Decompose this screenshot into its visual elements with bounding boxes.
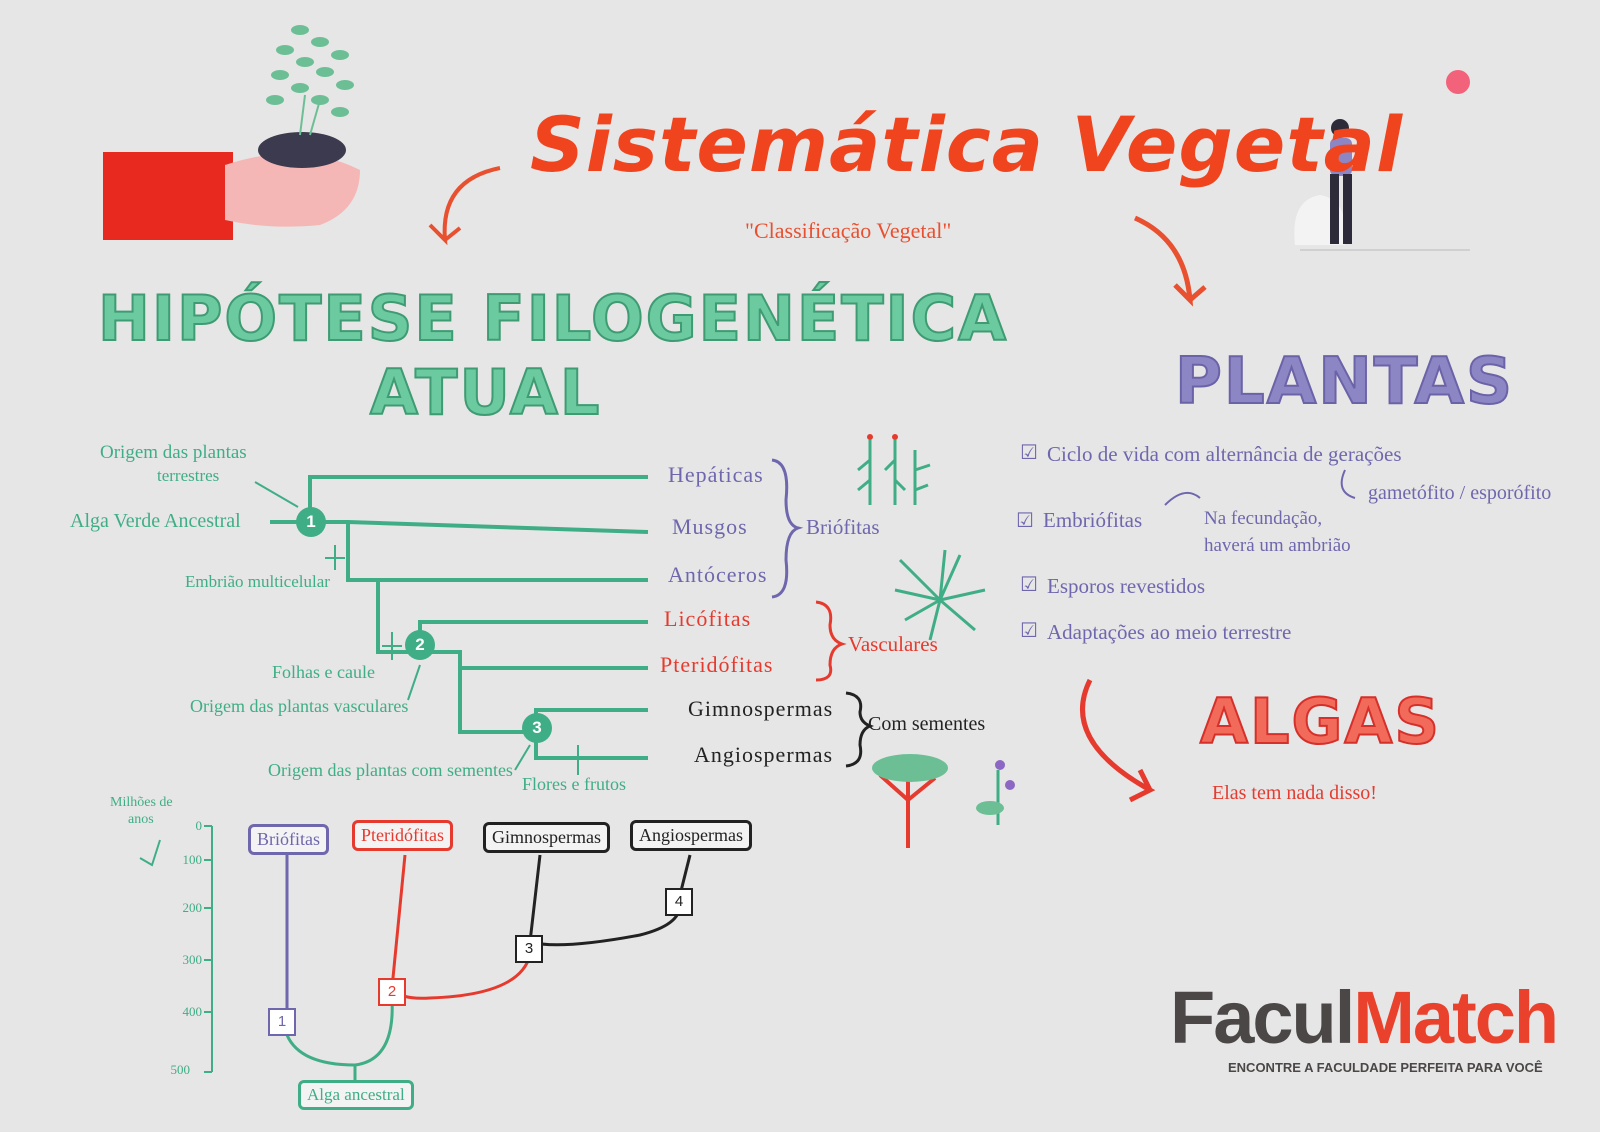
feature-embriofitas-note-2: haverá um ambrião	[1204, 535, 1351, 556]
group-vasculares: Vasculares	[848, 632, 938, 656]
tick-300: 300	[182, 952, 203, 967]
brand-tagline: ENCONTRE A FACULDADE PERFEITA PARA VOCÊ	[1228, 1060, 1543, 1075]
check-icon: ☑	[1020, 618, 1038, 642]
brace-vasculares	[815, 600, 847, 682]
phylo-heading-line1: HIPÓTESE FILOGENÉTICA	[97, 281, 1009, 356]
feature-ciclo-sub: gametófito / esporófito	[1368, 482, 1552, 504]
feature-adaptacoes: Adaptações ao meio terrestre	[1047, 620, 1292, 644]
algas-subtitle: Elas tem nada disso!	[1212, 782, 1377, 804]
tree-illustration	[872, 754, 948, 848]
label-origem-terrestres: Origem das plantas	[100, 442, 247, 463]
timeline-axis-label: Milhões de	[110, 795, 173, 810]
plantas-heading: PLANTAS	[1174, 344, 1515, 420]
timeline-box-gimnospermas: Gimnospermas	[483, 822, 610, 853]
tick-100: 100	[182, 852, 203, 867]
page-subtitle: "Classificação Vegetal"	[745, 218, 952, 243]
marker-2: 2	[378, 978, 406, 1006]
group-briofitas: Briófitas	[806, 515, 880, 539]
check-icon: ☑	[1020, 440, 1038, 464]
node-1: 1	[296, 507, 326, 537]
label-flores: Flores e frutos	[522, 774, 626, 794]
taxon-label: Gimnospermas	[688, 696, 834, 721]
timeline-axis	[139, 825, 213, 1073]
timeline-box-pteridofitas: Pteridófitas	[352, 820, 453, 851]
tick-0: 0	[195, 818, 203, 833]
node-3: 3	[522, 713, 552, 743]
arrow-right-icon	[1133, 215, 1207, 307]
taxon-label: Hepáticas	[668, 462, 764, 487]
label-folhas: Folhas e caule	[272, 662, 375, 682]
marker-3: 3	[515, 935, 543, 963]
marker-1: 1	[268, 1008, 296, 1036]
timeline-box-angiospermas: Angiospermas	[630, 820, 752, 851]
label-origem-sementes: Origem das plantas com sementes	[268, 760, 513, 780]
fern-illustration	[894, 549, 986, 641]
arrow-left-icon	[428, 166, 501, 246]
feature-embriofitas-note: Na fecundação,	[1204, 508, 1323, 529]
feature-embriofitas: Embriófitas	[1043, 508, 1143, 532]
moss-illustration	[857, 440, 931, 505]
feature-ciclo: Ciclo de vida com alternância de geraçõe…	[1047, 442, 1402, 466]
tick-400: 400	[182, 1004, 203, 1019]
check-icon: ☑	[1020, 572, 1038, 596]
tick-500: 500	[170, 1062, 191, 1077]
faculmatch-logo: FaculMatch	[1170, 976, 1559, 1059]
taxon-label: Antóceros	[668, 562, 768, 587]
check-icon: ☑	[1016, 508, 1034, 532]
timeline-box-briofitas: Briófitas	[248, 824, 329, 855]
arrow-algas-icon	[1080, 678, 1156, 803]
feature-esporos: Esporos revestidos	[1047, 574, 1206, 598]
hand-plant-illustration	[103, 25, 360, 240]
taxon-label: Licófitas	[664, 606, 752, 631]
brace-sementes	[845, 691, 875, 768]
group-sementes: Com sementes	[868, 713, 986, 735]
timeline-box-alga: Alga ancestral	[298, 1080, 414, 1110]
page-title: Sistemática Vegetal	[530, 100, 1403, 189]
algas-heading: ALGAS	[1199, 684, 1442, 759]
label-embriao: Embrião multicelular	[185, 572, 330, 591]
taxon-label: Angiospermas	[694, 742, 834, 767]
label-origem-vasculares: Origem das plantas vasculares	[190, 696, 409, 716]
taxon-label: Musgos	[672, 514, 748, 539]
label-alga-ancestral: Alga Verde Ancestral	[70, 510, 241, 532]
flower-illustration	[976, 760, 1015, 825]
tick-200: 200	[182, 900, 203, 915]
marker-4: 4	[665, 888, 693, 916]
woman-illustration	[1294, 70, 1470, 251]
brace-briofitas	[771, 458, 804, 599]
label-origem-terrestres-2: terrestres	[157, 466, 220, 485]
taxon-label: Pteridófitas	[660, 652, 774, 677]
phylo-heading-line2: ATUAL	[369, 355, 602, 430]
timeline-axis-label-2: anos	[128, 812, 154, 827]
node-2: 2	[405, 630, 435, 660]
